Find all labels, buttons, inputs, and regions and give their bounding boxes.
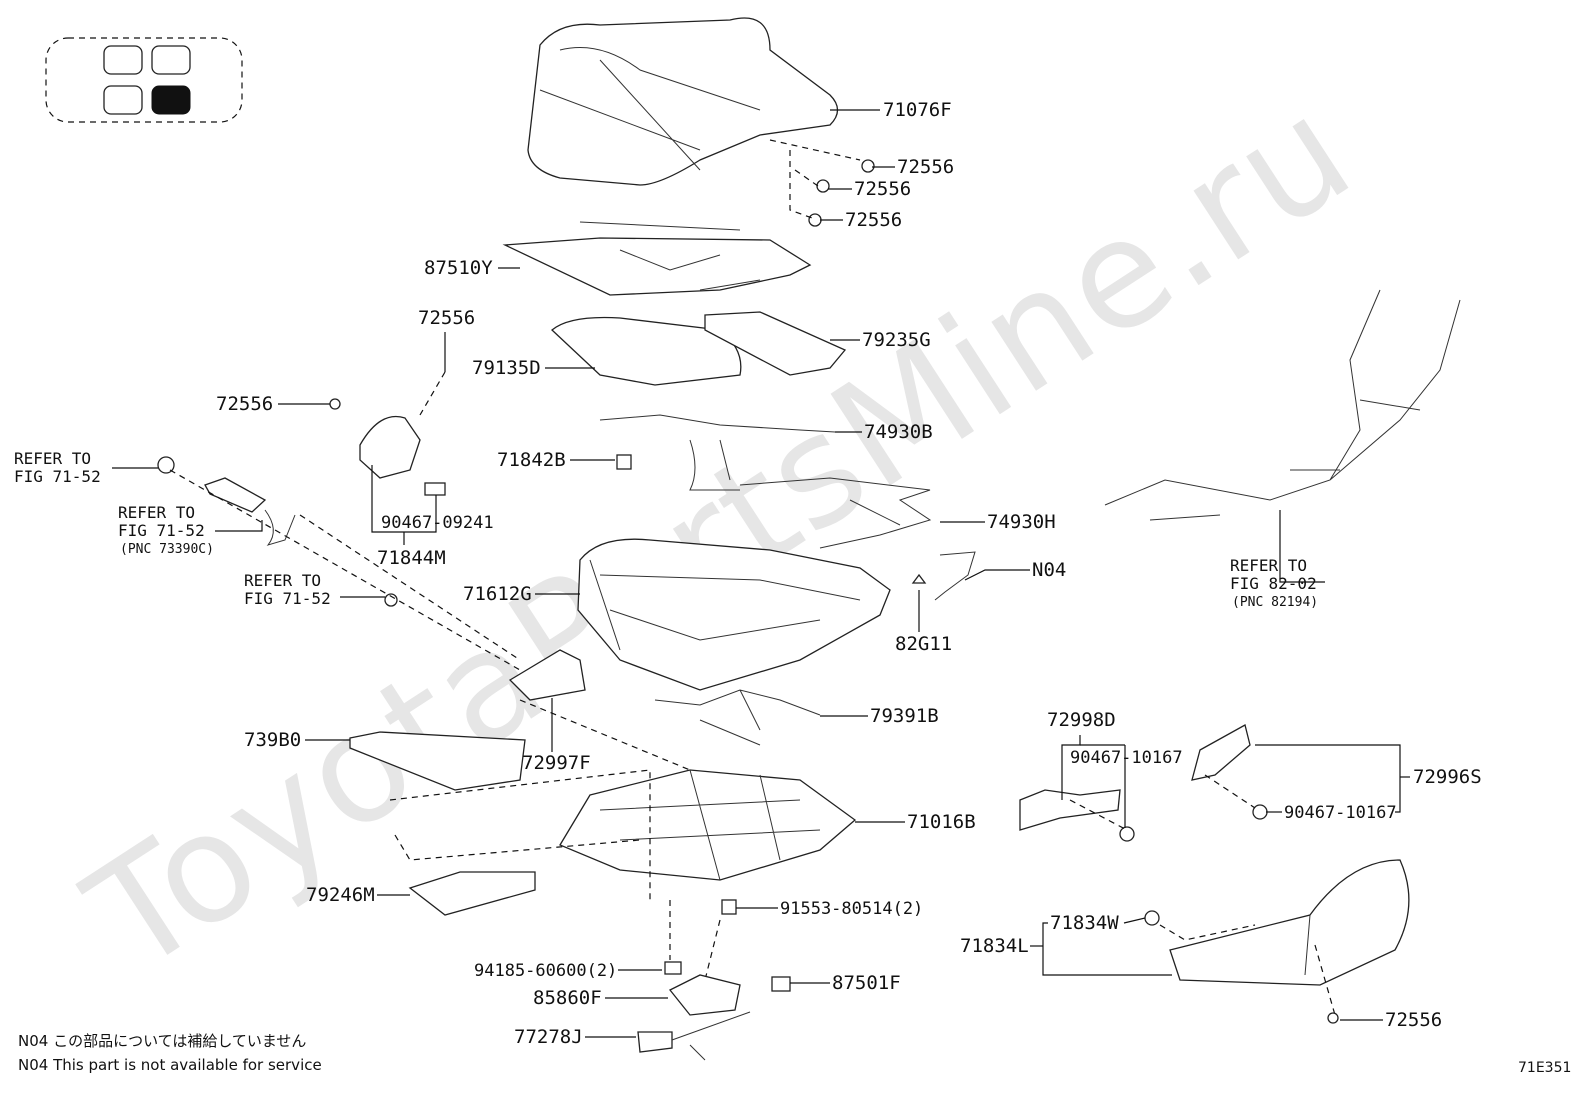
footnote-japanese: N04 この部品については補給していません <box>18 1032 307 1050</box>
part-label-71076F[interactable]: 71076F <box>883 99 952 121</box>
part-label-85860F[interactable]: 85860F <box>533 987 602 1009</box>
part-label-N04[interactable]: N04 <box>1032 559 1067 581</box>
pad-right-shape <box>704 311 847 376</box>
part-label-72556[interactable]: 72556 <box>1385 1009 1443 1031</box>
part-label-71834L[interactable]: 71834L <box>960 935 1029 957</box>
bracket-72998D-shape <box>1019 789 1121 831</box>
refer-to-fig-71-52[interactable]: REFER TO FIG 71-52 <box>244 571 331 608</box>
part-label-90467-10167[interactable]: 90467-10167 <box>1284 803 1397 823</box>
part-label-87501F[interactable]: 87501F <box>832 972 901 994</box>
part-label-72997F[interactable]: 72997F <box>522 752 591 774</box>
motor-85860F-shape <box>668 974 741 1016</box>
part-label-72556[interactable]: 72556 <box>216 393 274 415</box>
part-label-739B0[interactable]: 739B0 <box>244 729 302 751</box>
bracket-72997F-shape <box>508 649 586 701</box>
part-label-72996S[interactable]: 72996S <box>1413 766 1482 788</box>
part-label-74930B[interactable]: 74930B <box>864 421 933 443</box>
harness-74930B-shape <box>599 414 836 491</box>
refer-to-fig-71-52[interactable]: REFER TO FIG 71-52 <box>14 449 101 486</box>
seat-position-icon <box>45 37 243 123</box>
part-label-79391B[interactable]: 79391B <box>870 705 939 727</box>
refer-to-fig-82-02[interactable]: REFER TO FIG 82-02 <box>1230 556 1317 593</box>
part-label-72556[interactable]: 72556 <box>845 209 903 231</box>
bracket-71844M-shape <box>359 416 421 479</box>
harness-74930H-shape <box>739 477 932 549</box>
part-label-90467-10167[interactable]: 90467-10167 <box>1070 748 1183 768</box>
part-label-94185-60600[interactable]: 94185-60600(2) <box>474 961 618 981</box>
part-label-71612G[interactable]: 71612G <box>463 583 532 605</box>
part-label-82G11[interactable]: 82G11 <box>895 633 953 655</box>
bracket-72996S-shape <box>1191 724 1251 781</box>
heater-mat-shape <box>502 221 812 296</box>
part-label-79246M[interactable]: 79246M <box>306 884 375 906</box>
part-label-71844M[interactable]: 71844M <box>377 547 446 569</box>
mechanism-79391B-shape <box>654 689 821 746</box>
part-label-90467-09241[interactable]: 90467-09241 <box>381 513 494 533</box>
part-label-71842B[interactable]: 71842B <box>497 449 566 471</box>
part-label-72998D[interactable]: 72998D <box>1047 709 1116 731</box>
cushion-frame-shape <box>577 538 891 691</box>
footnote-english: N04 This part is not available for servi… <box>18 1056 322 1074</box>
cover-79246M-shape <box>408 871 536 916</box>
connector-71842B-shape <box>616 454 632 470</box>
ecu-77278J-shape <box>637 1031 673 1053</box>
refer-pnc: (PNC 73390C) <box>120 542 214 557</box>
switch-shape <box>204 477 267 513</box>
figure-id: 71E351 <box>1518 1060 1572 1076</box>
part-label-71834W[interactable]: 71834W <box>1050 912 1119 934</box>
part-label-72556[interactable]: 72556 <box>854 178 912 200</box>
part-label-79235G[interactable]: 79235G <box>862 329 931 351</box>
refer-pnc: (PNC 82194) <box>1232 595 1319 610</box>
seat-track-shape <box>559 769 857 881</box>
part-label-91553-80514[interactable]: 91553-80514(2) <box>780 899 924 919</box>
tray-739B0-shape <box>349 731 526 791</box>
part-label-79135D[interactable]: 79135D <box>472 357 541 379</box>
part-label-77278J[interactable]: 77278J <box>514 1026 583 1048</box>
wire-harness-shape <box>1104 289 1461 521</box>
part-label-87510Y[interactable]: 87510Y <box>424 257 493 279</box>
part-label-72556[interactable]: 72556 <box>897 156 955 178</box>
seat-cover-shape <box>527 17 839 186</box>
refer-to-fig-71-52[interactable]: REFER TO FIG 71-52 <box>118 503 205 540</box>
leader-lines <box>112 109 1410 1038</box>
clip-shapes <box>769 139 875 227</box>
part-label-71016B[interactable]: 71016B <box>907 811 976 833</box>
part-label-72556[interactable]: 72556 <box>418 307 476 329</box>
grommet-shape <box>157 456 175 474</box>
part-N04-shape <box>934 551 976 601</box>
side-cover-71834L-shape <box>1169 859 1410 986</box>
part-label-74930H[interactable]: 74930H <box>987 511 1056 533</box>
